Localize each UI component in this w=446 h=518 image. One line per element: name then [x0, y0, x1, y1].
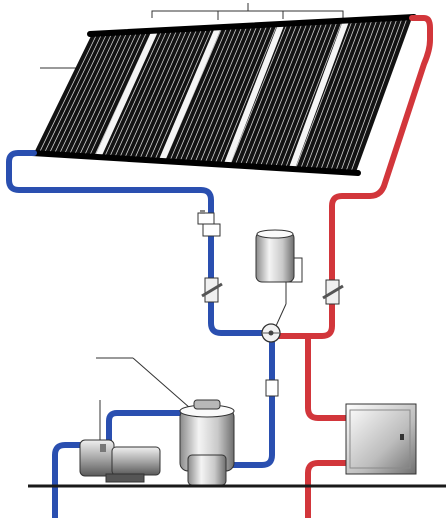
collector-bracket-line — [151, 10, 344, 18]
panel-bottom-header — [29, 150, 361, 176]
panel-tube-stripe — [229, 24, 288, 165]
panel-tube-stripe — [219, 24, 278, 165]
panel-tube-stripe — [265, 22, 323, 167]
panel-tube-stripe — [209, 25, 268, 164]
panel-tube-stripe — [78, 31, 138, 156]
pool-pump-icon — [79, 439, 161, 483]
panel-tube-stripe — [139, 28, 198, 160]
valve-control-wire — [275, 303, 287, 327]
panel-tube-stripe — [58, 32, 118, 155]
panel-tube-stripe — [154, 27, 213, 161]
panel-tube-stripe — [300, 20, 358, 169]
panel-tube-stripe — [234, 23, 293, 166]
panel-tube-stripe — [43, 33, 103, 154]
temperature-sensor-icon — [265, 379, 279, 397]
panel-tube-stripe — [214, 24, 273, 164]
panel-tube-stripe — [189, 26, 248, 163]
panel-tube-stripe — [270, 22, 328, 168]
panel-tube-stripe — [174, 26, 233, 162]
panel-tube-stripe — [114, 29, 173, 158]
panel-tube-stripe — [184, 26, 243, 163]
panel-top-header — [87, 14, 417, 37]
panel-tube-stripe — [280, 21, 338, 168]
panel-tube-stripe — [244, 23, 303, 166]
panel-tube-stripe — [53, 32, 113, 155]
expansion-tank-icon — [255, 229, 303, 304]
panel-tube-stripe — [255, 22, 313, 167]
panel-tube-stripe — [350, 18, 408, 172]
panel-tube-stripe — [320, 19, 378, 171]
isolation-valve-icon — [322, 279, 344, 305]
filter-leader-line-b — [132, 357, 191, 409]
solar-collector-panel-icon — [29, 14, 417, 176]
check-valve-icon — [197, 210, 221, 237]
panel-tube-stripe — [48, 33, 108, 155]
panel-tube-stripe — [38, 33, 98, 154]
panel-tube-stripe — [68, 32, 128, 156]
panel-tube-stripe — [134, 28, 193, 160]
panel-tube-stripe — [315, 19, 373, 170]
panel-dividers — [95, 19, 349, 170]
panel-tube-stripe — [275, 21, 333, 168]
panel-tube-stripe — [88, 31, 148, 157]
panel-tube-stripe — [239, 23, 298, 166]
isolation-valve-icon — [201, 277, 223, 303]
panel-tube-stripe — [109, 30, 168, 158]
panel-tube-stripe — [119, 29, 178, 159]
panel-tube-stripe — [104, 30, 163, 158]
panel-tube-stripe — [124, 29, 183, 159]
hot-return-pipe — [275, 15, 433, 518]
panel-tube-stripe — [73, 31, 133, 156]
panel-tube-stripe — [194, 25, 253, 163]
panel-tube-stripe — [330, 19, 388, 171]
panel-tube-stripe — [249, 23, 308, 166]
panel-tube-stripe — [340, 18, 398, 172]
panel-tube-stripe — [305, 20, 363, 170]
panel-tube-stripe — [169, 27, 228, 162]
panel-tube-stripe — [129, 29, 188, 159]
panel-tube-stripe — [335, 18, 393, 171]
pool-filter-icon — [179, 399, 235, 486]
controller-box-icon — [345, 403, 417, 475]
panel-tube-stripe — [204, 25, 263, 164]
panel-tube-stripe — [83, 31, 143, 157]
panel-tube-stripe — [179, 26, 238, 162]
panel-tube-stripe — [325, 19, 383, 171]
panel-tube-stripe — [144, 28, 203, 160]
panel-tube-stripe — [295, 20, 353, 169]
panel-tube-stripe — [345, 18, 403, 172]
panel-tube-stripe — [199, 25, 258, 163]
panel-tube-stripe — [310, 20, 368, 170]
panel-tube-stripe — [260, 22, 318, 167]
panel-tube-stripe — [149, 28, 208, 160]
panel-tube-stripe — [63, 32, 123, 155]
panel-tube-stripe — [285, 21, 343, 168]
three-way-valve-icon — [261, 323, 281, 343]
